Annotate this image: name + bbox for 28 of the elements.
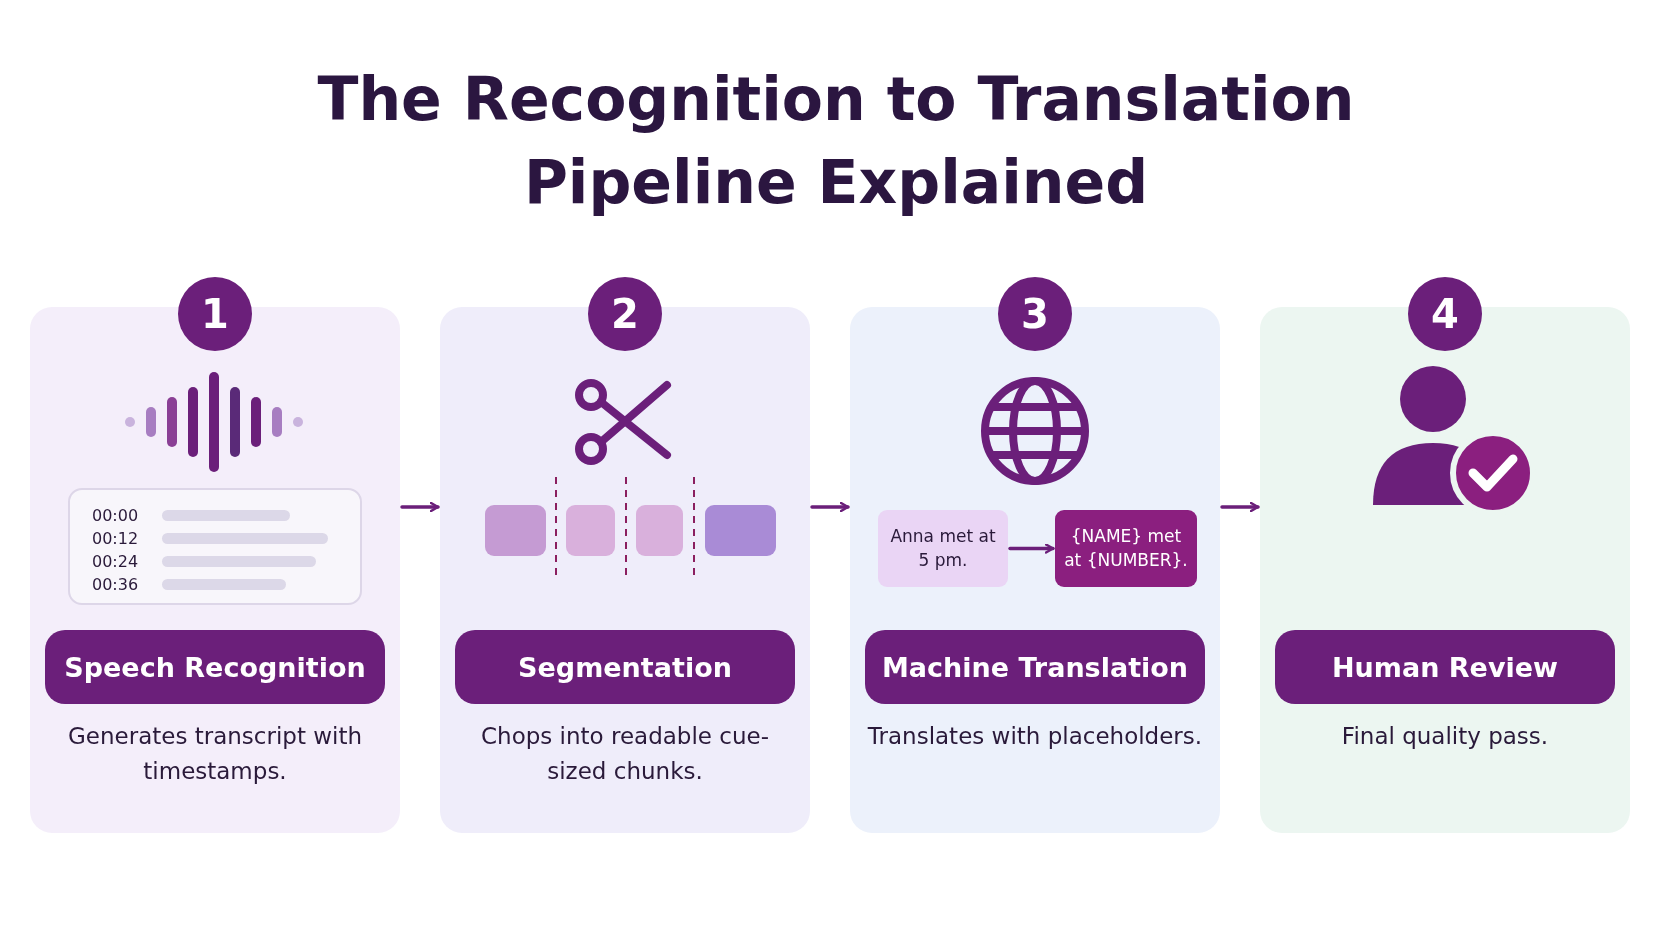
step-title-pill: Segmentation (455, 630, 795, 704)
timestamp: 00:24 (92, 552, 140, 571)
arrow (1008, 543, 1055, 554)
step-number-badge: 2 (588, 277, 662, 351)
segment-block (566, 505, 615, 556)
step-description: Chops into readable cue-sized chunks. (480, 722, 770, 786)
timestamp: 00:12 (92, 529, 140, 548)
timestamp: 00:36 (92, 575, 140, 594)
step-number-badge: 4 (1408, 277, 1482, 351)
source-text-box: Anna met at 5 pm. (878, 510, 1008, 587)
timestamp: 00:00 (92, 506, 140, 525)
step-number-badge: 3 (998, 277, 1072, 351)
step-title-pill: Machine Translation (865, 630, 1205, 704)
step-number-badge: 1 (178, 277, 252, 351)
transcript-box (68, 488, 362, 605)
step-title-pill: Human Review (1275, 630, 1615, 704)
step-title-pill: Speech Recognition (45, 630, 385, 704)
arrow (810, 501, 850, 513)
arrow (1220, 501, 1260, 513)
step-description: Final quality pass. (1340, 722, 1550, 751)
step-description: Generates transcript with timestamps. (66, 722, 364, 786)
arrow (400, 501, 440, 513)
segment-block (705, 505, 776, 556)
step-description: Translates with placeholders. (866, 722, 1204, 751)
segment-block (636, 505, 683, 556)
placeholder-text-box: {NAME} met at {NUMBER}. (1055, 510, 1197, 587)
segment-block (485, 505, 546, 556)
title: The Recognition to Translation Pipeline Explained (316, 63, 1356, 219)
